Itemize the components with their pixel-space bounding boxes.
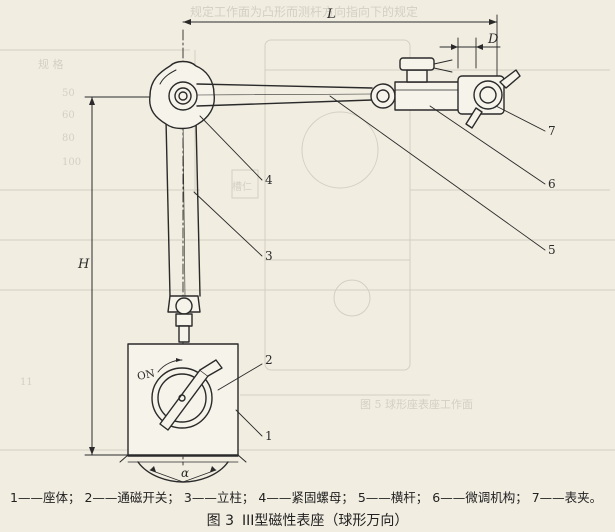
label-H: H <box>77 257 90 272</box>
switch-on-label: ON <box>136 367 156 382</box>
label-L: L <box>326 7 336 22</box>
callout-leaders <box>193 95 546 437</box>
dimension-D: D <box>439 32 501 69</box>
legend-item: 1——座体； <box>10 490 81 505</box>
bg-val-1: 60 <box>62 110 75 121</box>
callout-7: 7 <box>548 124 556 138</box>
bg-val-2: 80 <box>62 133 75 144</box>
figure-number: 图 3 <box>206 513 234 529</box>
legend-item: 2——通磁开关； <box>84 490 180 505</box>
legend-item: 5——横杆； <box>357 490 429 505</box>
callout-2: 2 <box>265 353 273 367</box>
dimension-H: H <box>77 96 171 456</box>
callout-6: 6 <box>548 177 556 191</box>
legend-item: 3——立柱； <box>183 490 255 505</box>
label-alpha: α <box>181 466 189 480</box>
label-D: D <box>487 32 499 47</box>
legend-item: 6——微调机构； <box>432 490 528 505</box>
bg-top-header: 规定工作面为凸形而测杆方向指向下的规定 <box>190 4 418 19</box>
bg-fig5-caption: 图 5 球形座表座工作面 <box>360 397 473 411</box>
figure-title: 图 3 III型磁性表座（球形万向） <box>0 510 615 530</box>
fine-adjust-mechanism <box>370 57 463 111</box>
bg-table-head: 规 格 <box>38 57 64 71</box>
callout-3: 3 <box>265 249 273 263</box>
bg-center-label: 槽仁 <box>232 180 252 193</box>
legend-item: 4——紧固螺母； <box>258 490 354 505</box>
horizontal-arm <box>196 83 373 107</box>
callout-4: 4 <box>265 173 273 187</box>
legend-item: 7——表夹。 <box>531 490 603 505</box>
lower-joint <box>167 295 201 343</box>
clamping-knob <box>149 60 215 130</box>
bg-val-3: 100 <box>62 157 81 168</box>
callout-5: 5 <box>548 243 556 257</box>
figure-legend: 1——座体； 2——通磁开关； 3——立柱； 4——紧固螺母； 5——横杆； 6… <box>10 487 610 506</box>
bg-fig5-num: 11 <box>20 377 33 388</box>
spherical-bottom: α <box>137 461 229 483</box>
callout-1: 1 <box>265 429 273 443</box>
bg-val-0: 50 <box>62 88 75 99</box>
indicator-clamp <box>457 69 521 129</box>
column <box>165 117 201 297</box>
magnet-switch: ON <box>136 358 223 431</box>
background-bleed-through: 规定工作面为凸形而测杆方向指向下的规定 规 格 50 60 80 100 槽仁 … <box>0 4 615 451</box>
figure-title-text: III型磁性表座（球形万向） <box>241 513 409 529</box>
